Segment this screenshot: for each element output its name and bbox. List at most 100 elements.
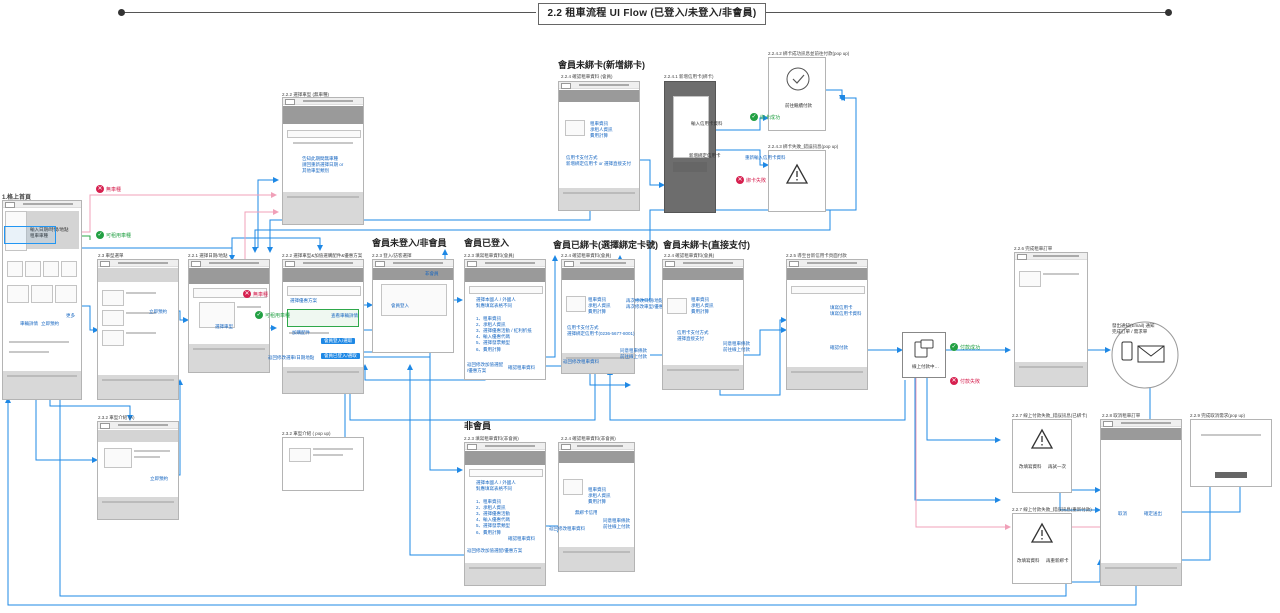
heading-non-member: 非會員: [464, 421, 492, 431]
home-search-bar[interactable]: [4, 226, 56, 244]
label-confirm-nonmember: 2.2.4 確認租車資料(非會員): [561, 436, 616, 441]
fill-member-back-link[interactable]: 返回修改加值選配 /優惠方案: [467, 362, 503, 374]
label-pay-fail-bound: 2.2.7 線上付款失敗_錯誤訊息(已綁卡): [1012, 413, 1088, 418]
screen-popup-intro: [282, 437, 364, 491]
fail-retry-change-button[interactable]: 改填寫資料: [1017, 558, 1040, 563]
label-complete-order: 2.2.6 完成租車訂單: [1014, 246, 1053, 251]
title-dot-right: [1165, 9, 1172, 16]
note-unbound-info: 租車資訊 承租人資訊 費用計算: [590, 121, 613, 139]
label-confirm-direct: 2.2.4 確認租車資料(會員): [664, 253, 715, 258]
bind-fail-reenter-note[interactable]: 重新輸入信用卡資料: [745, 155, 786, 160]
screen-confirm-bound: [561, 259, 635, 374]
status-has-car-2: ✓可租用車種: [255, 311, 291, 319]
select-plan-link[interactable]: 選擇優惠方案: [290, 298, 317, 303]
label-complete-request: 2.2.9 完成取消需求(pop up): [1190, 413, 1246, 418]
label-date-location: 2.2.1 選擇日期/地點: [188, 253, 228, 258]
screen-fill-member: [464, 259, 546, 380]
home-reserve-link[interactable]: 立即預約: [41, 321, 59, 326]
screen-pay-fail-retry: [1012, 513, 1072, 584]
confirm-nm-agree-button[interactable]: 同意租車條款 前往線上付款: [603, 518, 630, 530]
fail-bound-change-button[interactable]: 改填寫資料: [1019, 464, 1042, 469]
back-date-link[interactable]: 返回修改選車/日期地點: [268, 355, 315, 360]
select-car-type-link[interactable]: 選擇車型: [215, 324, 233, 329]
fill-member-confirm-link[interactable]: 確認租車資料: [508, 365, 535, 370]
screen-login-options: [372, 259, 454, 353]
member-confirm-button[interactable]: 會員已登入/選取: [321, 353, 360, 359]
status-pay-fail: ✕付款失敗: [950, 377, 981, 385]
label-login-options: 2.2.3 登入/訪客選擇: [372, 253, 412, 258]
warning-icon: [1030, 522, 1054, 543]
status-no-car-2: ✕無車種: [243, 290, 269, 298]
label-add-card: 2.2.4.1 新增信用卡(綁卡): [664, 74, 714, 79]
member-login-button[interactable]: 會員登入/選取: [321, 338, 356, 344]
email-notification-icon: [1111, 321, 1179, 389]
add-card-submit-button[interactable]: 新增綁定信用卡: [689, 153, 721, 158]
fill-nonmember-back-link[interactable]: 返回修改加值選配/優惠方案: [467, 548, 523, 553]
note-confirm-nm-info: 租車資訊 承租人資訊 費用計算: [588, 487, 611, 505]
login-button[interactable]: 會員登入: [391, 303, 409, 308]
label-fill-member: 2.2.3 填寫租車資料(會員): [464, 253, 515, 258]
select-addon-link[interactable]: 加購配件: [292, 330, 310, 335]
fill-nonmember-confirm-link[interactable]: 確認租車資料: [508, 536, 535, 541]
note-fill-nonmember-fields: 選擇本國人 / 外國人 對應填寫表格不同 1、租車資訊 2、承租人資訊 3、選擇…: [476, 480, 516, 535]
label-fill-nonmember: 2.2.3 填寫租車資料(非會員): [464, 436, 519, 441]
status-has-car: ✓可租用車種: [96, 231, 132, 239]
cancel-button[interactable]: 取消: [1118, 511, 1127, 516]
car-detail-button[interactable]: 查看車輛詳情: [331, 313, 358, 318]
warning-icon: [1030, 428, 1054, 449]
note-confirm-bound-info: 租車資訊 承租人資訊 費用計算: [588, 297, 611, 315]
guest-button[interactable]: 非會員: [425, 271, 439, 276]
confirm-bound-reselect-links[interactable]: 再次修改日期/地點 再次修改車型/優惠方案: [626, 298, 673, 310]
selected-car-card[interactable]: [287, 309, 359, 327]
screen-complete-order: [1014, 252, 1088, 387]
screen-confirm-unbound-new: [558, 81, 640, 211]
cartype-reserve-link[interactable]: 立即預約: [149, 309, 167, 314]
screen-pay-fail-bound: [1012, 419, 1072, 493]
status-no-car: ✕無車種: [96, 185, 122, 193]
confirm-bound-agree-button[interactable]: 同意租車條款 前往線上付款: [620, 348, 647, 360]
heading-logged-in: 會員已登入: [464, 238, 510, 248]
diagram-title: 2.2 租車流程 UI Flow (已登入/未登入/非會員): [538, 3, 766, 25]
title-dot-left: [118, 9, 125, 16]
label-car-type-intro: 2.3.2 車型介紹 (A): [98, 415, 135, 420]
status-bind-ok: ✓綁卡成功: [750, 113, 781, 121]
home-more-link[interactable]: 更多: [66, 313, 75, 318]
screen-third-party-pay: [786, 259, 868, 390]
home-car-detail-link[interactable]: 車輛詳情: [20, 321, 38, 326]
unbound-pay-method[interactable]: 信用卡支付方式 新增綁定信用卡 or 選擇直接支付: [566, 155, 632, 167]
screen-add-card: [664, 81, 716, 213]
direct-pay-method[interactable]: 信用卡支付方式 選擇直接支付: [677, 330, 709, 342]
screen-home: [2, 200, 82, 400]
bind-ok-continue-button[interactable]: 前往繼續付款: [785, 103, 812, 108]
label-confirm-unbound-new: 2.2.4 確認租車資料 (會員): [561, 74, 613, 79]
confirm-bound-card-select[interactable]: 信用卡支付方式 選擇綁定信用卡(0236-5677-8001): [567, 325, 635, 337]
screen-confirm-direct: [662, 259, 744, 390]
pay-confirm-button[interactable]: 確認付款: [830, 345, 848, 350]
screen-select-car-none: [282, 97, 364, 225]
direct-agree-button[interactable]: 同意租車條款 前往線上付款: [723, 341, 750, 353]
status-bind-fail: ✕綁卡失敗: [736, 176, 767, 184]
note-fill-member-fields: 選擇本國人 / 外國人 對應填寫表格不同 1、租車資訊 2、承租人資訊 3、選擇…: [476, 297, 532, 352]
confirm-nm-back-link[interactable]: 返回修改租車資料: [549, 526, 585, 531]
fail-bound-retry-button[interactable]: 再試一次: [1048, 464, 1066, 469]
label-select-car: 2.2.2 選擇車型&加值選購配件&優惠方案: [282, 253, 363, 258]
cancel-confirm-button[interactable]: 確定送出: [1144, 511, 1162, 516]
note-direct-info: 租車資訊 承租人資訊 費用計算: [691, 297, 714, 315]
fail-retry-rebind-button[interactable]: 再重新綁卡: [1046, 558, 1069, 563]
check-circle-icon: [786, 67, 810, 91]
note-notify: 發出通知(Email) 通知 完成訂單 / 需求單: [1112, 323, 1155, 335]
note-pay-page-info: 填寫信用卡 填寫信用卡資料: [830, 305, 862, 317]
payment-processing-box: [902, 332, 946, 378]
add-card-input-field[interactable]: 輸入信用卡資料: [691, 121, 723, 126]
confirm-bound-back-link[interactable]: 返回修改租車資料: [563, 359, 599, 364]
warning-icon: [785, 163, 809, 184]
label-cancel-order: 2.2.8 取消租車訂單: [1102, 413, 1141, 418]
label-bind-ok-popup: 2.2.4.2 綁卡成功訊息並前往付款(pop up): [768, 51, 850, 56]
label-popup-intro: 2.3.2 車型介紹 ( pop up): [282, 431, 331, 436]
intro-reserve-link[interactable]: 立即預約: [150, 476, 168, 481]
screen-confirm-nonmember: [558, 442, 635, 572]
title-rule-right: [766, 12, 1168, 13]
note-home-input: 輸入日期/時間/地點 租車車種: [30, 227, 69, 239]
card-payment-icon: [914, 339, 934, 358]
